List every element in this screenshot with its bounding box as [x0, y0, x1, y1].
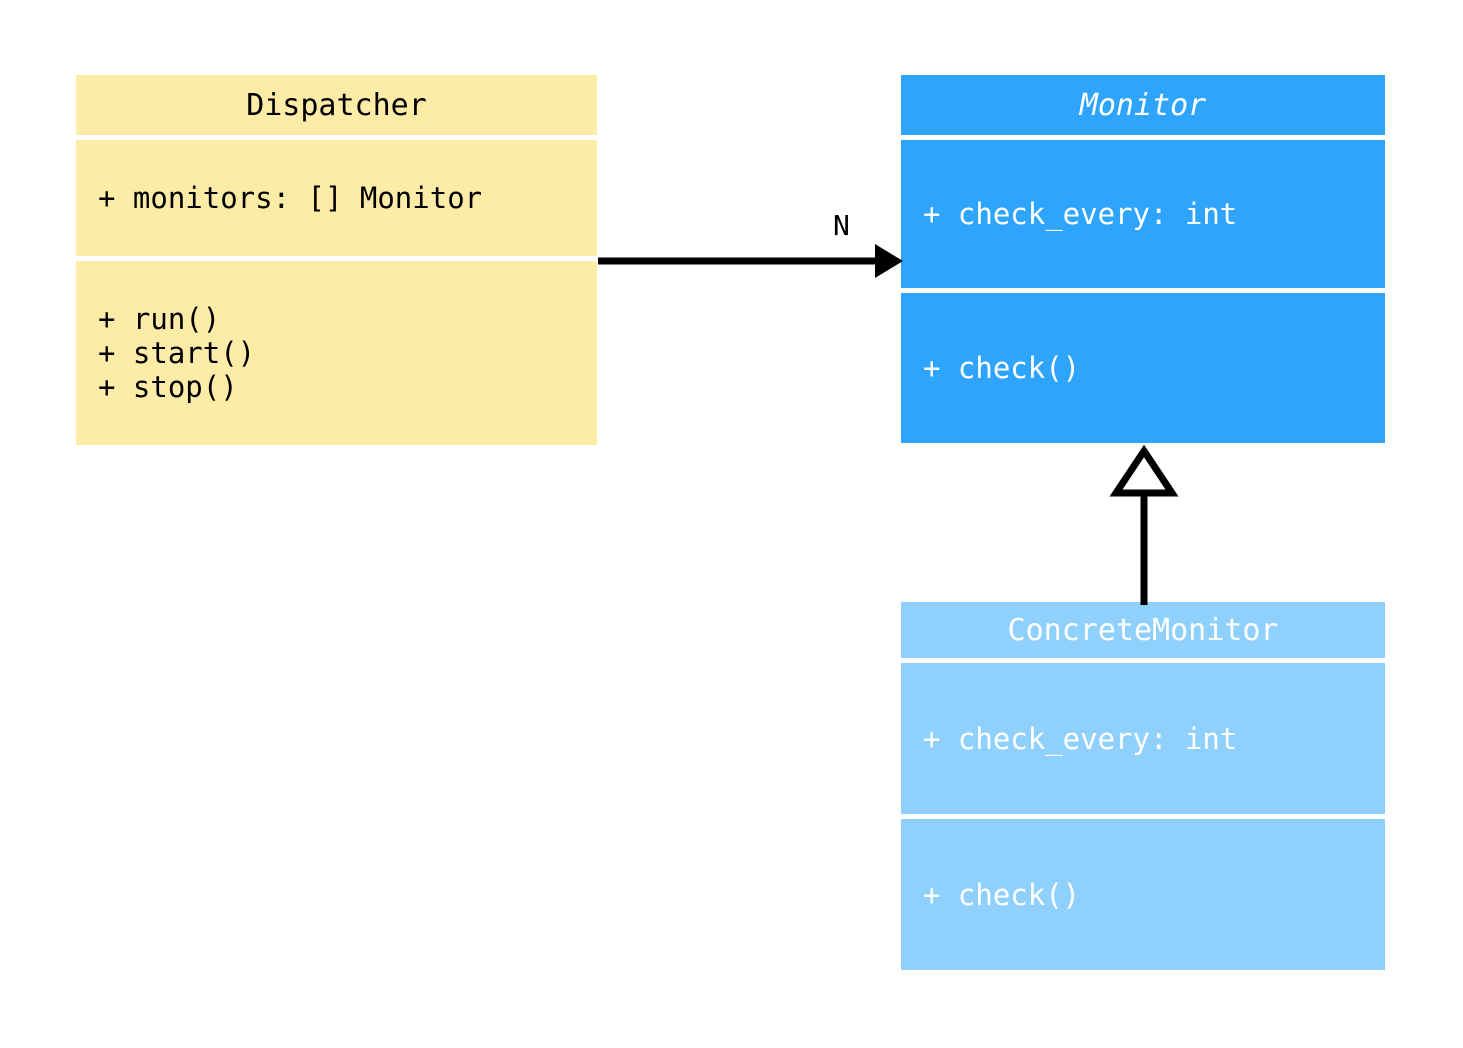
compartment-divider [901, 814, 1385, 819]
class-box-dispatcher[interactable]: Dispatcher + monitors: [] Monitor + run(… [76, 75, 597, 445]
generalization-arrowhead-hollow-triangle [1109, 444, 1179, 497]
class-name-concrete-monitor: ConcreteMonitor [1007, 612, 1279, 648]
class-title-compartment-dispatcher: Dispatcher [76, 75, 597, 135]
method-list-dispatcher: + run() + start() + stop() [98, 302, 256, 404]
class-methods-compartment-concrete-monitor: + check() [901, 819, 1385, 970]
generalization-concrete-monitor-to-monitor [1109, 444, 1179, 605]
class-name-monitor: Monitor [1079, 87, 1207, 123]
class-name-dispatcher: Dispatcher [246, 87, 427, 123]
attribute-list-concrete-monitor: + check_every: int [923, 721, 1238, 756]
class-title-compartment-monitor: Monitor [901, 75, 1385, 135]
attribute-list-dispatcher: + monitors: [] Monitor [98, 181, 483, 215]
association-multiplicity-label: N [833, 209, 850, 242]
compartment-divider [76, 135, 597, 140]
class-box-monitor[interactable]: Monitor + check_every: int + check() [901, 75, 1385, 443]
compartment-divider [901, 658, 1385, 663]
class-title-compartment-concrete-monitor: ConcreteMonitor [901, 602, 1385, 658]
compartment-divider [76, 256, 597, 261]
association-dispatcher-to-monitor [598, 244, 903, 278]
method-list-monitor: + check() [923, 351, 1081, 385]
class-methods-compartment-monitor: + check() [901, 293, 1385, 443]
class-box-concrete-monitor[interactable]: ConcreteMonitor + check_every: int + che… [901, 602, 1385, 970]
method-list-concrete-monitor: + check() [923, 877, 1081, 912]
class-attributes-compartment-concrete-monitor: + check_every: int [901, 663, 1385, 814]
compartment-divider [901, 288, 1385, 293]
class-methods-compartment-dispatcher: + run() + start() + stop() [76, 261, 597, 445]
class-attributes-compartment-monitor: + check_every: int [901, 140, 1385, 288]
association-arrowhead-filled [875, 244, 903, 278]
attribute-list-monitor: + check_every: int [923, 197, 1238, 231]
class-attributes-compartment-dispatcher: + monitors: [] Monitor [76, 140, 597, 256]
compartment-divider [901, 135, 1385, 140]
